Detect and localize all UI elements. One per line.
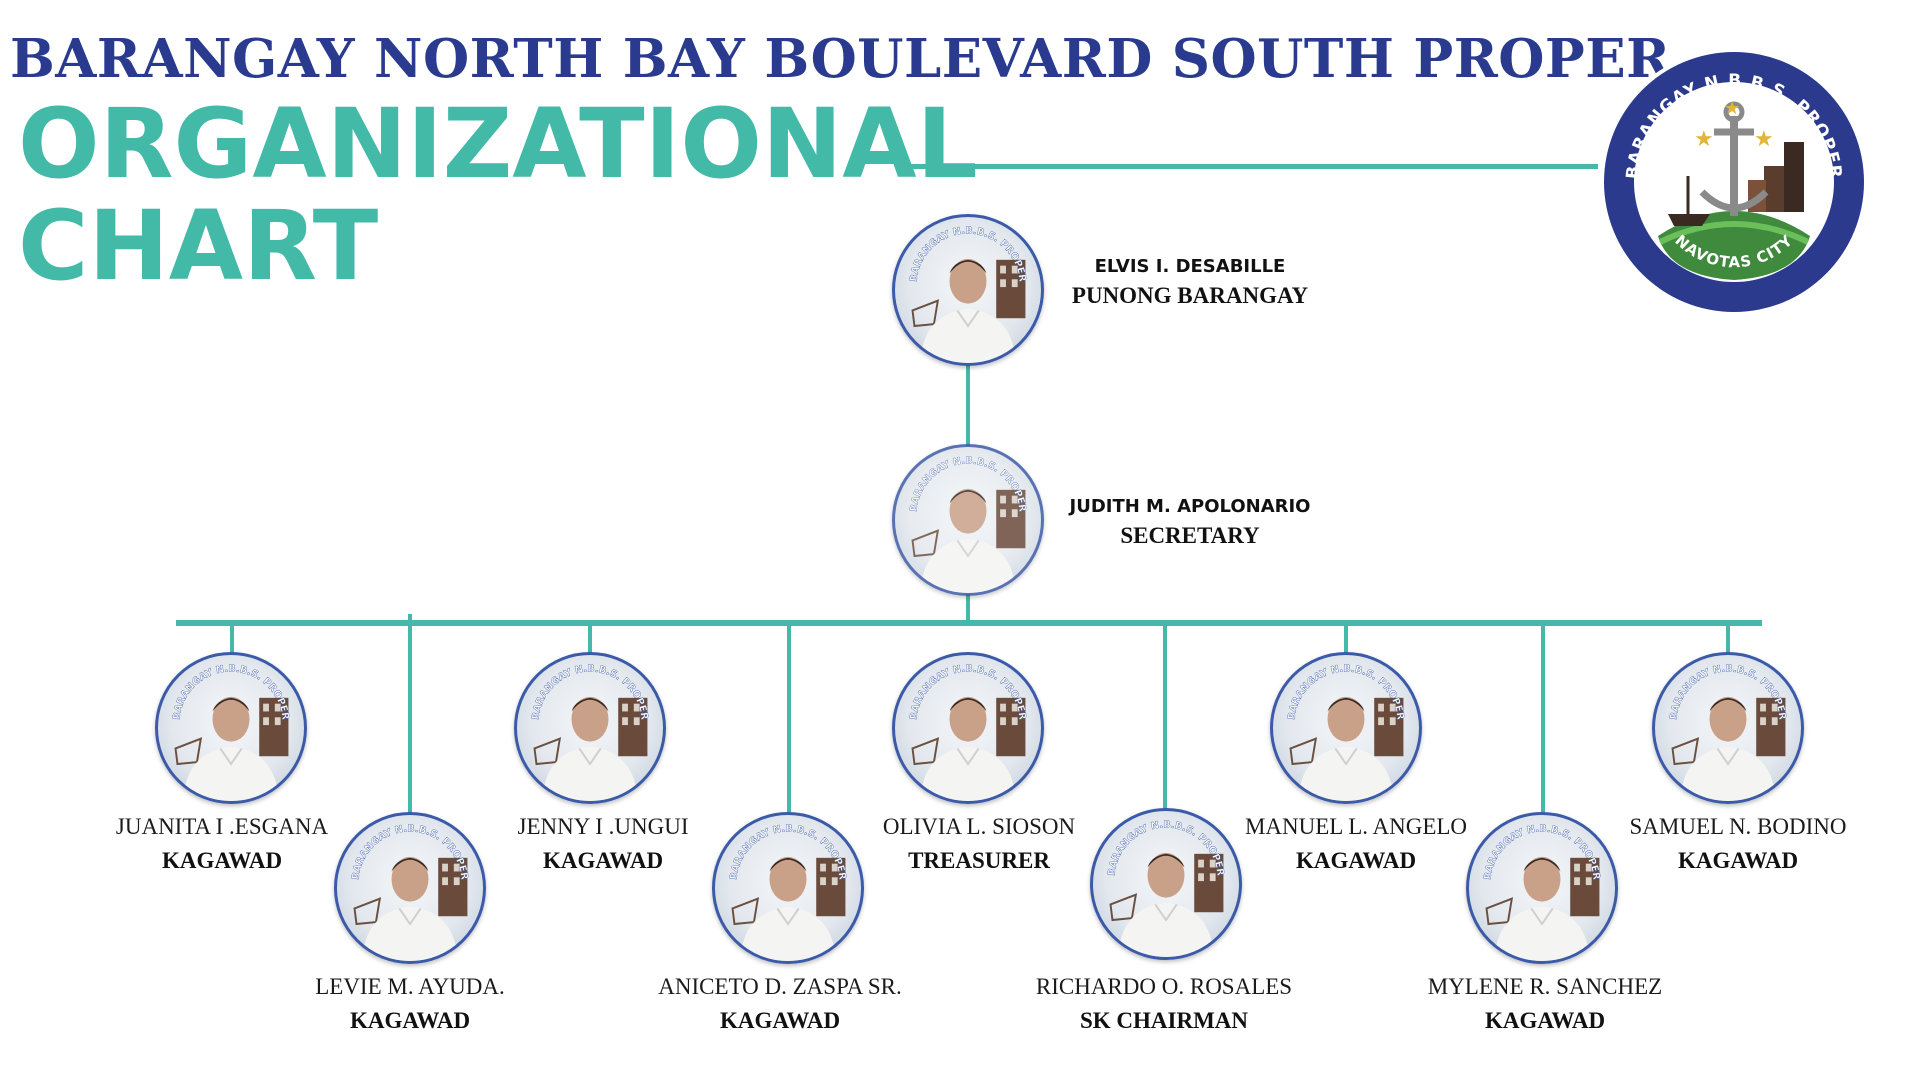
member-role: KAGAWAD (161, 848, 283, 873)
member-name: MANUEL L. ANGELO (1244, 814, 1468, 839)
chart-title-line1: ORGANIZATIONAL (18, 88, 978, 200)
drop-line (1344, 622, 1348, 656)
member-role: KAGAWAD (1295, 848, 1417, 873)
member-name: RICHARDO O. ROSALES (1035, 974, 1293, 999)
barangay-name: BARANGAY NORTH BAY BOULEVARD SOUTH PROPE… (10, 28, 1671, 90)
member-name: JENNY I .UNGUI (517, 814, 689, 839)
title-connector-line (898, 164, 1598, 169)
drop-line (408, 614, 412, 822)
drop-line (1541, 622, 1545, 822)
portrait-member: BARANGAY N.B.B.S. PROPER (155, 652, 307, 804)
portrait-member: BARANGAY N.B.B.S. PROPER (1270, 652, 1422, 804)
member-name: SAMUEL N. BODINO (1629, 814, 1847, 839)
svg-text:★: ★ (1754, 127, 1774, 152)
drop-line (1163, 622, 1167, 818)
portrait-photo: BARANGAY N.B.B.S. PROPER (908, 455, 1028, 593)
drop-line (588, 622, 592, 656)
portrait-photo: BARANGAY N.B.B.S. PROPER (1668, 663, 1788, 801)
portrait-photo: BARANGAY N.B.B.S. PROPER (1482, 823, 1602, 961)
portrait-member: BARANGAY N.B.B.S. PROPER (892, 652, 1044, 804)
connector-captain-secretary (966, 364, 970, 446)
portrait-photo: BARANGAY N.B.B.S. PROPER (350, 823, 470, 961)
portrait-captain: BARANGAY N.B.B.S. PROPER (892, 214, 1044, 366)
portrait-member: BARANGAY N.B.B.S. PROPER (1466, 812, 1618, 964)
member-name: OLIVIA L. SIOSON (882, 814, 1076, 839)
member-name: JUANITA I .ESGANA (115, 814, 329, 839)
captain-name: ELVIS I. DESABILLE (1094, 256, 1286, 277)
member-name: LEVIE M. AYUDA. (315, 974, 505, 999)
secretary-role: SECRETARY (1120, 523, 1260, 548)
portrait-secretary: BARANGAY N.B.B.S. PROPER (892, 444, 1044, 596)
portrait-member: BARANGAY N.B.B.S. PROPER (334, 812, 486, 964)
secretary-name: JUDITH M. APOLONARIO (1069, 496, 1311, 517)
member-name: MYLENE R. SANCHEZ (1427, 974, 1663, 999)
drop-line (1726, 622, 1730, 656)
member-role: KAGAWAD (1484, 1008, 1606, 1033)
member-role: KAGAWAD (719, 1008, 841, 1033)
captain-role: PUNONG BARANGAY (1071, 283, 1309, 308)
member-role: TREASURER (908, 848, 1050, 873)
member-role: SK CHAIRMAN (1079, 1008, 1249, 1033)
barangay-seal-logo: ★ ★ ★ BARANGAY N.B.B.S. PROPER NAVOTAS C… (1600, 48, 1868, 316)
member-role: KAGAWAD (349, 1008, 471, 1033)
member-role: KAGAWAD (542, 848, 664, 873)
portrait-photo: BARANGAY N.B.B.S. PROPER (908, 225, 1028, 363)
portrait-member: BARANGAY N.B.B.S. PROPER (712, 812, 864, 964)
portrait-photo: BARANGAY N.B.B.S. PROPER (1286, 663, 1406, 801)
svg-text:★: ★ (1694, 127, 1714, 152)
portrait-photo: BARANGAY N.B.B.S. PROPER (908, 663, 1028, 801)
chart-title-line2: CHART (18, 190, 379, 302)
council-bus-line (176, 620, 1762, 626)
portrait-photo: BARANGAY N.B.B.S. PROPER (530, 663, 650, 801)
drop-line (230, 622, 234, 656)
drop-line (787, 622, 791, 822)
connector-secretary-bus (966, 594, 970, 624)
anchor-seal-icon: ★ ★ ★ (1658, 98, 1810, 280)
member-name: ANICETO D. ZASPA SR. (658, 974, 902, 999)
portrait-photo: BARANGAY N.B.B.S. PROPER (1106, 819, 1226, 957)
portrait-photo: BARANGAY N.B.B.S. PROPER (171, 663, 291, 801)
portrait-member: BARANGAY N.B.B.S. PROPER (1652, 652, 1804, 804)
svg-text:★: ★ (1724, 98, 1740, 119)
portrait-member: BARANGAY N.B.B.S. PROPER (1090, 808, 1242, 960)
portrait-member: BARANGAY N.B.B.S. PROPER (514, 652, 666, 804)
portrait-photo: BARANGAY N.B.B.S. PROPER (728, 823, 848, 961)
member-role: KAGAWAD (1677, 848, 1799, 873)
